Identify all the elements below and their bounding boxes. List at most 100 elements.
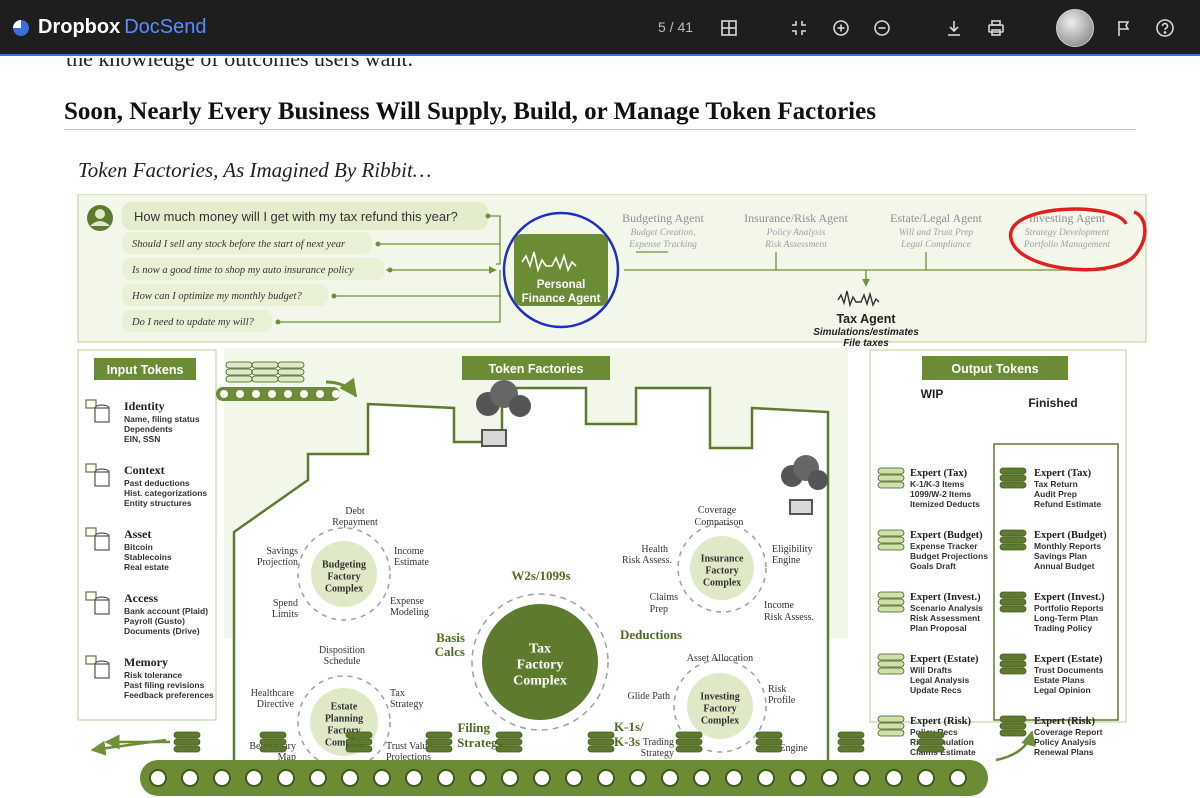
input-token-detail: Real estate bbox=[124, 562, 169, 572]
wip-token-detail: Will Drafts bbox=[910, 665, 952, 675]
follow-up-question: Should I sell any stock before the start… bbox=[132, 239, 346, 250]
agent-detail: Risk Assessment bbox=[764, 240, 827, 250]
token-stack-icon bbox=[251, 361, 279, 383]
factory-process-label: Projections bbox=[386, 752, 431, 763]
factory-center-label: Complex bbox=[325, 737, 363, 748]
agent-detail: Policy Analysis bbox=[766, 228, 826, 238]
belt-gear bbox=[725, 769, 743, 787]
factory-process-label: Healthcare bbox=[251, 688, 295, 699]
token-stack-icon bbox=[999, 591, 1027, 613]
factory-center-label: Factory bbox=[517, 658, 564, 673]
token-stack-icon bbox=[999, 529, 1027, 551]
database-icon bbox=[85, 527, 110, 551]
token-stack-icon bbox=[259, 731, 287, 753]
wip-token-detail: 1099/W-2 Items bbox=[910, 489, 972, 499]
input-token-title: Context bbox=[124, 463, 165, 477]
svg-text:Finance Agent: Finance Agent bbox=[522, 293, 601, 305]
wip-token-detail: Risk Assessment bbox=[910, 613, 980, 623]
database-icon bbox=[85, 463, 110, 487]
agent-detail: Budget Creation, bbox=[630, 228, 695, 238]
soundwave-icon bbox=[521, 251, 577, 273]
wip-token-title: Expert (Risk) bbox=[910, 716, 971, 727]
svg-text:Token Factories: Token Factories bbox=[489, 362, 584, 376]
agent-detail: Expense Tracking bbox=[628, 240, 697, 250]
factory-center-label: Factory bbox=[705, 565, 738, 576]
agent-detail: Strategy Development bbox=[1025, 228, 1110, 238]
finished-token-detail: Legal Opinion bbox=[1034, 685, 1091, 695]
page-title: Soon, Nearly Every Business Will Supply,… bbox=[64, 98, 876, 125]
avatar[interactable] bbox=[1056, 9, 1094, 47]
factory-center-label: Estate bbox=[331, 701, 358, 712]
token-stack-icon bbox=[877, 529, 905, 551]
finished-token-detail: Renewal Plans bbox=[1034, 747, 1094, 757]
belt-gear bbox=[533, 769, 551, 787]
zoom-in-icon[interactable] bbox=[831, 18, 851, 38]
flag-icon[interactable] bbox=[1114, 18, 1134, 38]
agent-title: Budgeting Agent bbox=[622, 211, 704, 225]
token-stack-icon bbox=[877, 591, 905, 613]
token-stack-icon bbox=[877, 653, 905, 675]
figure-caption: Token Factories, As Imagined By Ribbit… bbox=[78, 158, 432, 182]
factory-process-label: Schedule bbox=[324, 656, 361, 667]
finished-token-detail: Policy Analysis bbox=[1034, 737, 1096, 747]
factory-process-label: W2s/1099s bbox=[511, 568, 570, 583]
database-icon bbox=[85, 591, 110, 615]
token-stack-icon bbox=[755, 731, 783, 753]
follow-up-question: How can I optimize my monthly budget? bbox=[131, 291, 302, 302]
factory-process-label: Limits bbox=[272, 609, 298, 620]
belt-gear bbox=[213, 769, 231, 787]
follow-up-question: Is now a good time to shop my auto insur… bbox=[131, 265, 354, 276]
database-icon bbox=[85, 655, 110, 679]
factory-process-label: Spend bbox=[273, 598, 298, 609]
brand[interactable]: Dropbox DocSend bbox=[12, 16, 207, 39]
svg-text:Input Tokens: Input Tokens bbox=[107, 363, 184, 377]
fit-screen-icon[interactable] bbox=[789, 18, 809, 38]
help-icon[interactable] bbox=[1155, 18, 1175, 38]
svg-text:Output Tokens: Output Tokens bbox=[951, 362, 1038, 376]
budgeting-factory-complex bbox=[311, 541, 377, 607]
factory-process-label: Trust Value bbox=[386, 741, 432, 752]
finished-token-detail: Trust Documents bbox=[1034, 665, 1104, 675]
finished-token-title: Expert (Invest.) bbox=[1034, 592, 1105, 603]
factory-process-label: Comparison bbox=[695, 517, 744, 528]
factory-center-label: Complex bbox=[325, 583, 363, 594]
factory-process-label: Asset Allocation bbox=[687, 653, 753, 664]
wip-token-title: Expert (Budget) bbox=[910, 530, 983, 541]
question-bubble bbox=[122, 258, 384, 280]
factory-process-label: Prep bbox=[650, 604, 668, 615]
database-icon bbox=[85, 399, 110, 423]
finished-token-detail: Coverage Report bbox=[1034, 727, 1103, 737]
question-bubble bbox=[122, 232, 372, 254]
belt-gear bbox=[501, 769, 519, 787]
token-stack-icon bbox=[877, 467, 905, 489]
investing-factory-complex bbox=[687, 673, 753, 739]
factory-process-label: Risk bbox=[768, 684, 786, 695]
finished-token-detail: Tax Return bbox=[1034, 479, 1078, 489]
factory-center-label: Factory bbox=[327, 725, 360, 736]
input-token-title: Identity bbox=[124, 399, 165, 413]
grid-view-icon[interactable] bbox=[719, 18, 739, 38]
agent-title: Investing Agent bbox=[1029, 211, 1106, 225]
input-token-detail: Documents (Drive) bbox=[124, 626, 200, 636]
zoom-out-icon[interactable] bbox=[872, 18, 892, 38]
input-token-detail: Name, filing status bbox=[124, 414, 200, 424]
input-token-detail: Payroll (Gusto) bbox=[124, 616, 185, 626]
follow-up-questions: Should I sell any stock before the start… bbox=[122, 213, 491, 332]
wip-token-title: Expert (Estate) bbox=[910, 654, 979, 665]
finished-token-title: Expert (Budget) bbox=[1034, 530, 1107, 541]
belt-gear bbox=[661, 769, 679, 787]
wip-token-detail: K-1/K-3 Items bbox=[910, 479, 965, 489]
question-bubble bbox=[122, 310, 272, 332]
factory-process-label: Strategy bbox=[641, 748, 674, 759]
main-question: How much money will I get with my tax re… bbox=[134, 209, 458, 224]
print-icon[interactable] bbox=[986, 18, 1006, 38]
belt-gear bbox=[268, 390, 276, 398]
investing-agent-highlight bbox=[1008, 207, 1147, 272]
belt-gear bbox=[373, 769, 391, 787]
finished-token-detail: Trading Policy bbox=[1034, 623, 1092, 633]
belt-gear bbox=[277, 769, 295, 787]
finished-token-detail: Monthly Reports bbox=[1034, 541, 1101, 551]
download-icon[interactable] bbox=[944, 18, 964, 38]
factory-center-label: Factory bbox=[703, 703, 736, 714]
